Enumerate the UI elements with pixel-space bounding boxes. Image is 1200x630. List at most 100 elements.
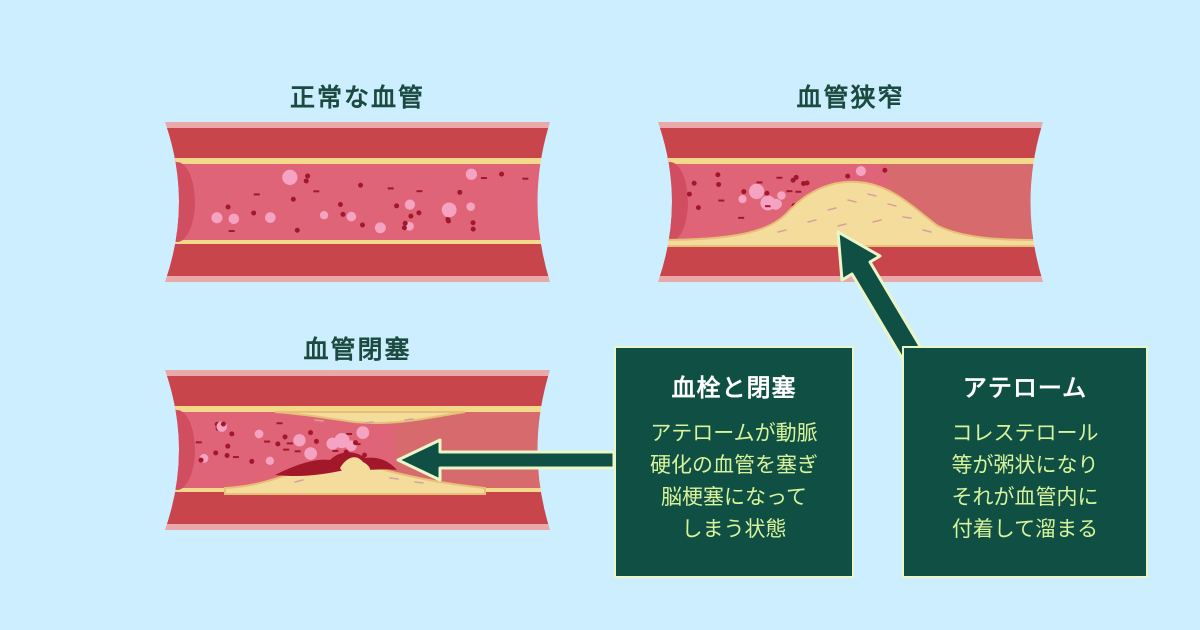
blood-cell xyxy=(718,199,725,202)
blood-cell xyxy=(313,190,320,193)
blood-cell xyxy=(773,199,783,209)
blood-cell xyxy=(416,210,422,216)
blood-cell xyxy=(346,211,357,222)
blood-cell xyxy=(445,218,451,224)
arrow-left-icon xyxy=(396,438,616,482)
blood-cell xyxy=(283,448,290,451)
blood-cell xyxy=(790,177,796,183)
occluded-vessel-illustration xyxy=(165,370,550,530)
blood-cell xyxy=(470,226,476,232)
normal-vessel-title: 正常な血管 xyxy=(289,83,425,112)
blood-cell xyxy=(228,213,240,225)
blood-cell xyxy=(441,202,457,218)
blood-cell xyxy=(387,187,394,190)
blood-cell xyxy=(457,189,463,195)
blood-cell xyxy=(319,211,329,220)
blood-cell xyxy=(470,220,476,226)
narrowed-vessel-title: 血管狭窄 xyxy=(796,83,905,112)
blood-cell xyxy=(738,194,747,204)
blood-cell xyxy=(356,426,370,440)
blood-cell xyxy=(374,222,386,234)
blood-cell xyxy=(229,431,235,437)
blood-cell xyxy=(695,205,701,211)
atheroma-callout-title: アテローム xyxy=(962,374,1088,402)
blood-cell xyxy=(282,169,298,185)
blood-cell xyxy=(480,177,487,180)
blood-cell xyxy=(401,225,407,231)
atheroma-callout-line: それが血管内に xyxy=(951,485,1099,509)
blood-cell xyxy=(686,191,692,197)
blood-cell xyxy=(466,202,476,211)
blood-cell xyxy=(346,432,353,435)
blood-cell xyxy=(795,190,802,193)
blood-cell xyxy=(361,452,367,458)
blood-cell xyxy=(308,430,314,436)
blood-cell xyxy=(786,190,793,193)
blood-cell xyxy=(777,191,786,200)
embolism-callout-line: 脳梗塞になって xyxy=(661,485,807,509)
blood-cell xyxy=(522,177,529,180)
blood-cell xyxy=(354,443,361,446)
blood-cell xyxy=(408,213,414,219)
blood-cell xyxy=(855,166,866,177)
blood-cell xyxy=(225,443,231,449)
embolism-callout: 血栓と閉塞 アテロームが動脈 硬化の血管を塞ぎ 脳梗塞になって しまう状態 xyxy=(614,346,854,578)
blood-cell xyxy=(764,190,770,196)
blood-cell xyxy=(251,210,257,216)
blood-cell xyxy=(305,173,311,179)
blood-cell xyxy=(748,183,765,200)
occluded-vessel-title: 血管閉塞 xyxy=(303,335,412,364)
blood-cell xyxy=(845,173,851,179)
blood-cell xyxy=(716,181,722,187)
blood-cell xyxy=(224,452,230,458)
blood-cell xyxy=(198,457,204,463)
blood-cell xyxy=(294,450,301,453)
atheroma-callout-line: 付着して溜まる xyxy=(951,517,1099,541)
blood-cell xyxy=(304,447,317,460)
blood-cell xyxy=(738,216,745,219)
blood-cell xyxy=(213,450,219,456)
blood-cell xyxy=(303,178,309,184)
blood-cell xyxy=(340,211,346,217)
blood-cell xyxy=(254,429,264,439)
normal-vessel-illustration xyxy=(165,122,550,282)
blood-cell xyxy=(359,222,365,228)
blood-cell xyxy=(265,456,275,465)
blood-cell xyxy=(465,168,478,180)
atheroma-callout-line: 等が粥状になり xyxy=(951,453,1099,477)
blood-cell xyxy=(404,199,416,210)
blood-cell xyxy=(402,220,408,226)
blood-cell xyxy=(211,212,223,224)
blood-cell xyxy=(313,438,319,444)
embolism-callout-line: しまう状態 xyxy=(681,517,787,541)
atheroma-callout: アテローム コレステロール 等が粥状になり それが血管内に 付着して溜まる xyxy=(902,346,1148,578)
atheroma-callout-line: コレステロール xyxy=(951,421,1099,445)
embolism-callout-line: アテロームが動脈 xyxy=(650,421,818,445)
blood-cell xyxy=(764,205,771,208)
blood-cell xyxy=(293,434,306,447)
blood-cell xyxy=(741,189,747,195)
blood-cell xyxy=(282,434,288,440)
blood-cell xyxy=(416,190,423,193)
blood-cell xyxy=(499,171,505,177)
blood-cell xyxy=(264,440,271,443)
blood-cell xyxy=(286,442,293,445)
blood-cell xyxy=(276,422,283,425)
blood-cell xyxy=(294,227,300,233)
blood-cell xyxy=(253,193,260,196)
blood-cell xyxy=(332,449,339,452)
blood-cell xyxy=(394,203,400,209)
blood-cell xyxy=(264,212,276,223)
blood-cell xyxy=(290,196,296,202)
blood-cell xyxy=(756,181,763,184)
blood-cell xyxy=(249,458,255,464)
blood-cell xyxy=(804,180,810,186)
blood-cell xyxy=(225,204,231,210)
blood-cell xyxy=(337,201,343,207)
blood-cell xyxy=(326,437,339,450)
blood-cell xyxy=(691,180,697,186)
blood-cell xyxy=(228,230,235,233)
blood-cell xyxy=(776,176,783,179)
blood-cell xyxy=(232,456,239,459)
